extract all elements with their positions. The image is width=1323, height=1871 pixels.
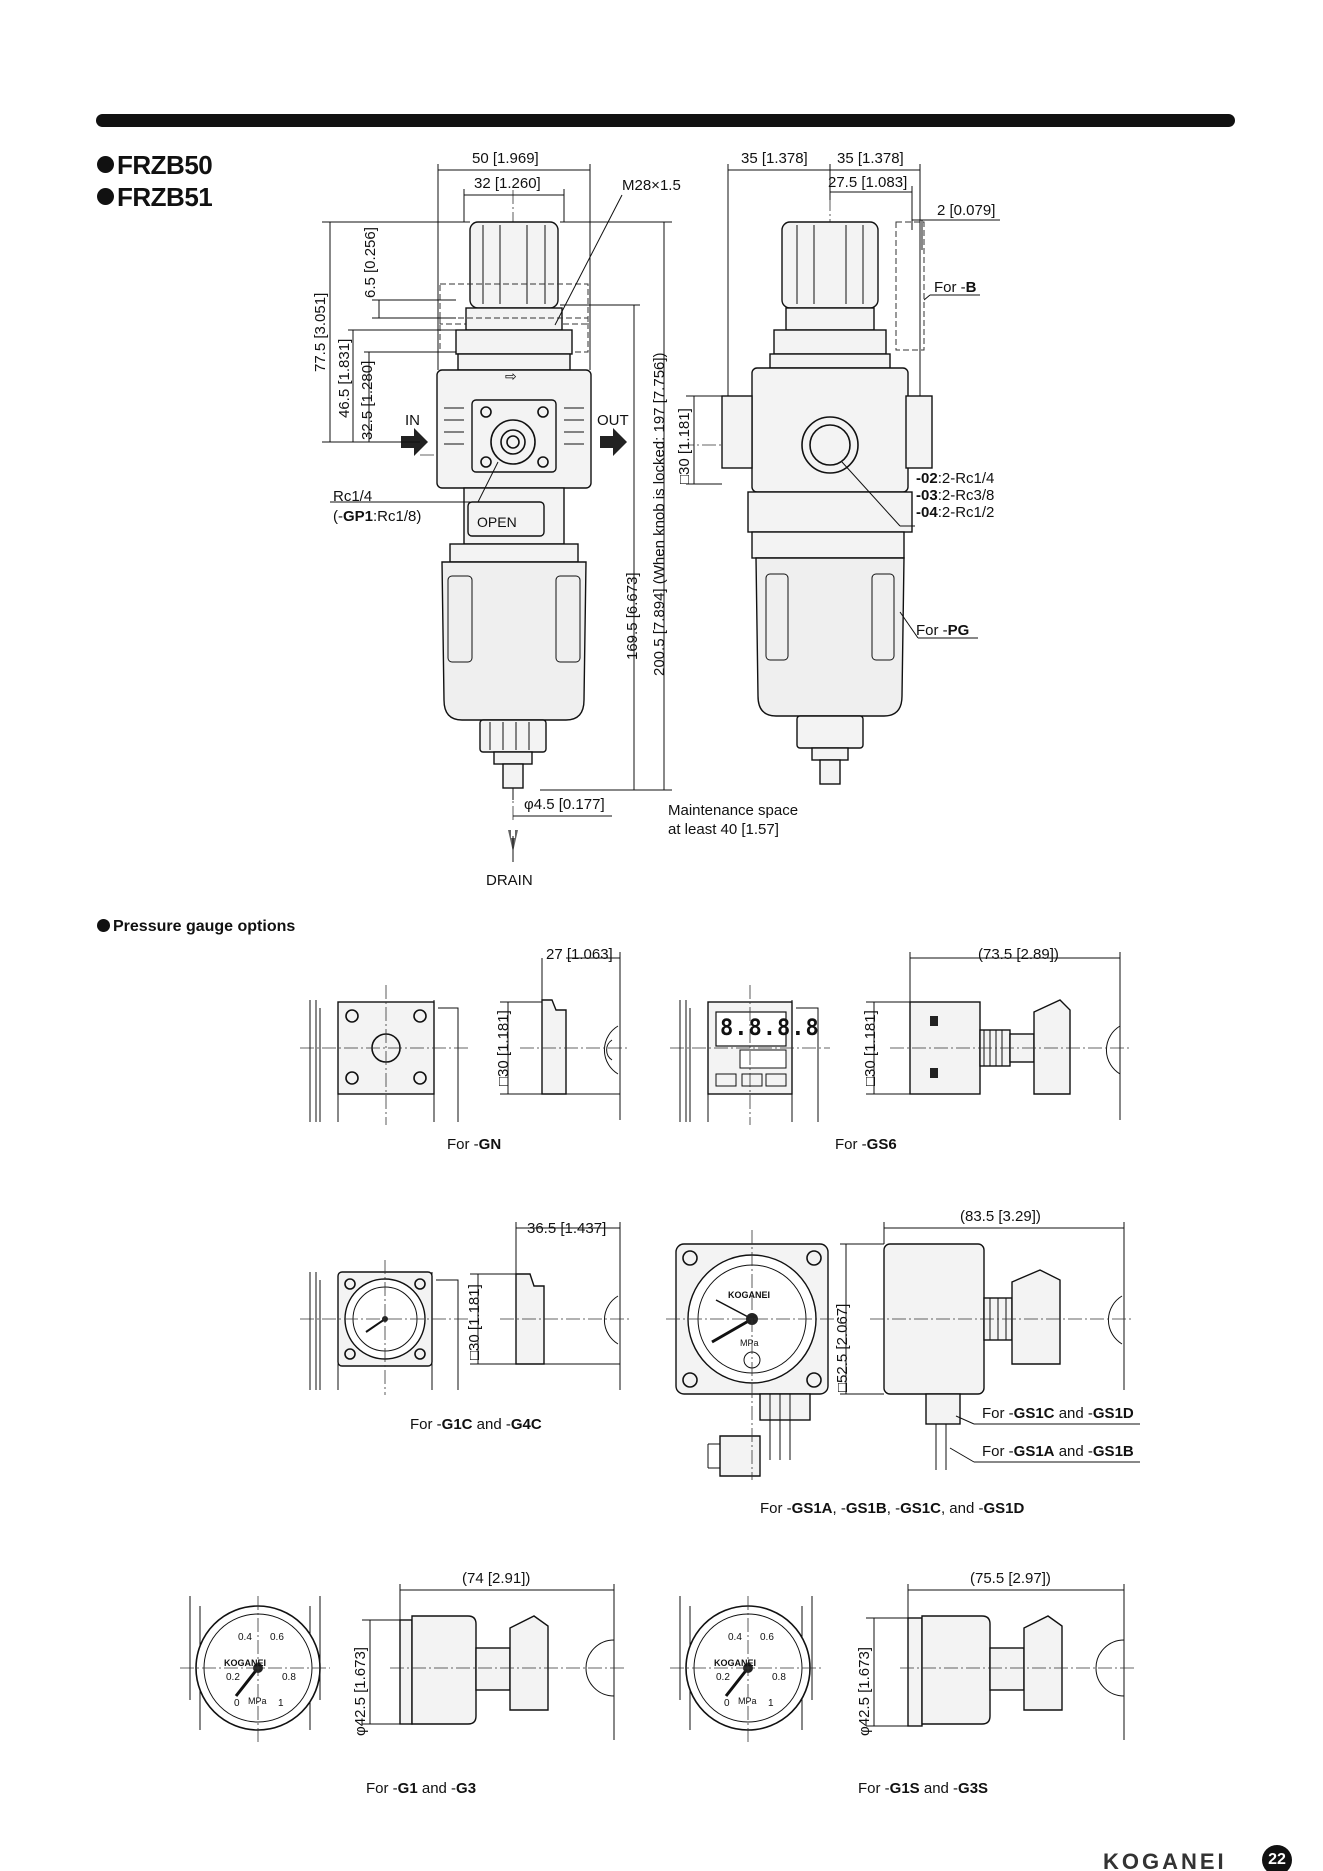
g1-brand: KOGANEI [224, 1658, 267, 1668]
g1s-tick-0-4: 0.4 [728, 1632, 742, 1643]
dim-46-5: 46.5 [1.831] [336, 338, 353, 418]
drain-label: DRAIN [486, 872, 533, 889]
gauge-section-title: Pressure gauge options [97, 918, 295, 936]
gauge-gs1-drawing [666, 1222, 1140, 1480]
g1-tick-0-6: 0.6 [270, 1632, 284, 1643]
drain-diameter: φ4.5 [0.177] [524, 796, 605, 813]
g1s-tick-0-2: 0.2 [716, 1672, 730, 1683]
g1-tick-0-8: 0.8 [282, 1672, 296, 1683]
dim-27-5: 27.5 [1.083] [828, 174, 908, 191]
g1s-tick-0-8: 0.8 [772, 1672, 786, 1683]
dim-6-5: 6.5 [0.256] [362, 227, 379, 298]
g1-unit: MPa [248, 1696, 267, 1706]
g1s-unit: MPa [738, 1696, 757, 1706]
g1s-dim-width: (75.5 [2.97]) [970, 1570, 1051, 1587]
port-02: -02:2-Rc1/4 [916, 470, 995, 487]
for-pg-label: For -PG [916, 622, 970, 639]
g1-tick-0-4: 0.4 [238, 1632, 252, 1643]
g1-dim-width: (74 [2.91]) [462, 1570, 531, 1587]
g1c-dim-width: 36.5 [1.437] [527, 1220, 607, 1237]
g1s-caption: For -G1S and -G3S [858, 1780, 989, 1797]
koganei-logo: KOGANEI [1103, 1849, 1227, 1871]
gs6-caption: For -GS6 [835, 1136, 897, 1153]
dim-2: 2 [0.079] [937, 202, 996, 219]
gs6-display: 8.8.8.8 [720, 1016, 820, 1041]
port-label: Rc1/4 [333, 488, 373, 505]
gs1-unit: MPa [740, 1338, 759, 1348]
gauge-g1c-drawing [300, 1222, 630, 1395]
g1s-dim-height: φ42.5 [1.673] [856, 1647, 873, 1736]
g1-caption: For -G1 and -G3 [366, 1780, 477, 1797]
open-label: OPEN [477, 514, 517, 530]
gs6-dim-height: □30 [1.181] [862, 1010, 879, 1086]
thread-label: M28×1.5 [622, 177, 681, 194]
gauge-g1s-drawing [670, 1584, 1134, 1745]
dim-77-5: 77.5 [3.051] [312, 292, 329, 372]
g1c-caption: For -G1C and -G4C [410, 1416, 542, 1433]
g1c-dim-height: □30 [1.181] [466, 1284, 483, 1360]
dim-169-5: 169.5 [6.673] [624, 572, 641, 660]
gs6-dim-width: (73.5 [2.89]) [978, 946, 1059, 963]
flow-arrow-icon: ⇨ [505, 368, 517, 384]
dim-35-right: 35 [1.378] [837, 150, 904, 167]
for-b-label: For -B [934, 279, 977, 296]
g1-tick-0-2: 0.2 [226, 1672, 240, 1683]
gs1-cd-label: For -GS1C and -GS1D [982, 1405, 1134, 1422]
g1s-tick-1: 1 [768, 1698, 774, 1709]
out-label: OUT [597, 412, 629, 429]
gs1-brand: KOGANEI [728, 1290, 771, 1300]
page-number: 22 [1262, 1845, 1292, 1871]
gs1-caption: For -GS1A, -GS1B, -GS1C, and -GS1D [760, 1500, 1025, 1517]
g1-tick-0: 0 [234, 1698, 240, 1709]
gs1-dim-height: □52.5 [2.067] [834, 1303, 851, 1392]
g1s-tick-0-6: 0.6 [760, 1632, 774, 1643]
header-rule [96, 114, 1235, 127]
port-03: -03:2-Rc3/8 [916, 487, 995, 504]
port-04: -04:2-Rc1/2 [916, 504, 995, 521]
g1s-brand: KOGANEI [714, 1658, 757, 1668]
bullet-icon [97, 188, 114, 205]
gs1-dim-width: (83.5 [3.29]) [960, 1208, 1041, 1225]
maintenance-line-2: at least 40 [1.57] [668, 821, 779, 838]
g1s-tick-0: 0 [724, 1698, 730, 1709]
dim-35-left: 35 [1.378] [741, 150, 808, 167]
gauge-gn-drawing [300, 952, 630, 1125]
model-title-2: FRZB51 [97, 182, 213, 213]
in-label: IN [405, 412, 420, 429]
g1-dim-height: φ42.5 [1.673] [352, 1647, 369, 1736]
model-title-1: FRZB50 [97, 150, 213, 181]
gn-dim-height: □30 [1.181] [495, 1010, 512, 1086]
g1-tick-1: 1 [278, 1698, 284, 1709]
gauge-gs6-drawing [670, 952, 1130, 1125]
dim-200-5: 200.5 [7.894] (When knob is locked: 197 … [651, 352, 668, 676]
maintenance-line-1: Maintenance space [668, 802, 799, 819]
gn-dim-width: 27 [1.063] [546, 946, 613, 963]
dim-width-50: 50 [1.969] [472, 150, 539, 167]
dim-30-side: □30 [1.181] [676, 408, 693, 484]
side-view-drawing [680, 164, 1000, 785]
gn-caption: For -GN [447, 1136, 502, 1153]
gauge-g1-drawing [180, 1584, 624, 1745]
front-view-drawing [322, 164, 672, 862]
bullet-icon [97, 919, 110, 932]
bullet-icon [97, 156, 114, 173]
gp1-label: (-GP1:Rc1/8) [333, 508, 422, 525]
dim-width-32: 32 [1.260] [474, 175, 541, 192]
dim-32-5: 32.5 [1.280] [359, 360, 376, 440]
gs1-ab-label: For -GS1A and -GS1B [982, 1443, 1134, 1460]
